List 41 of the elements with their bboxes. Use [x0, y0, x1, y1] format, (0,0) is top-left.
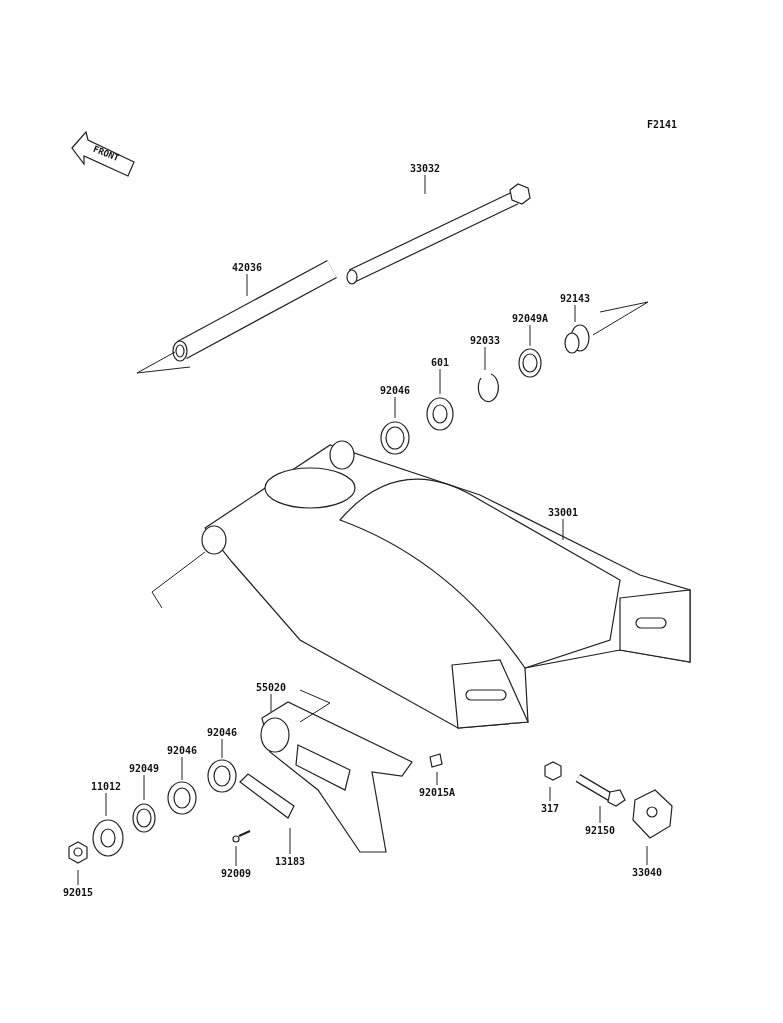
part-number: 92046 — [166, 743, 198, 757]
leader-line — [270, 693, 272, 713]
part-number: 42036 — [231, 260, 263, 274]
part-number: 11012 — [90, 779, 122, 793]
leader-line — [646, 845, 648, 866]
leader-line — [436, 771, 438, 786]
part-number: 92015 — [62, 885, 94, 899]
part-number: 33001 — [547, 505, 579, 519]
figure-number: F2141 — [646, 117, 678, 131]
part-number: 92046 — [206, 725, 238, 739]
part-number: 92150 — [584, 823, 616, 837]
leader-line — [549, 786, 551, 802]
leader-line — [77, 869, 79, 886]
part-number: 92049A — [511, 311, 549, 325]
leader-line — [439, 368, 441, 395]
leader-line — [599, 805, 601, 824]
part-number: 92033 — [469, 333, 501, 347]
part-number: 92143 — [559, 291, 591, 305]
leader-line — [221, 738, 223, 759]
leader-line — [246, 273, 248, 297]
part-number: 92009 — [220, 866, 252, 880]
leader-line — [105, 792, 107, 817]
leader-line — [529, 324, 531, 347]
part-number: 92049 — [128, 761, 160, 775]
leader-line — [424, 174, 426, 195]
leader-line — [143, 774, 145, 801]
leader-line — [289, 827, 291, 855]
part-number: 601 — [430, 355, 450, 369]
leader-line — [235, 845, 237, 867]
part-number: 55020 — [255, 680, 287, 694]
leader-line — [574, 304, 576, 323]
leader-line — [484, 346, 486, 371]
leader-line — [181, 756, 183, 781]
part-number: 33032 — [409, 161, 441, 175]
part-number: 13183 — [274, 854, 306, 868]
leader-line — [394, 396, 396, 419]
part-number: 33040 — [631, 865, 663, 879]
leader-line — [562, 518, 564, 541]
part-number: 317 — [540, 801, 560, 815]
part-number: 92015A — [418, 785, 456, 799]
part-number: 92046 — [379, 383, 411, 397]
